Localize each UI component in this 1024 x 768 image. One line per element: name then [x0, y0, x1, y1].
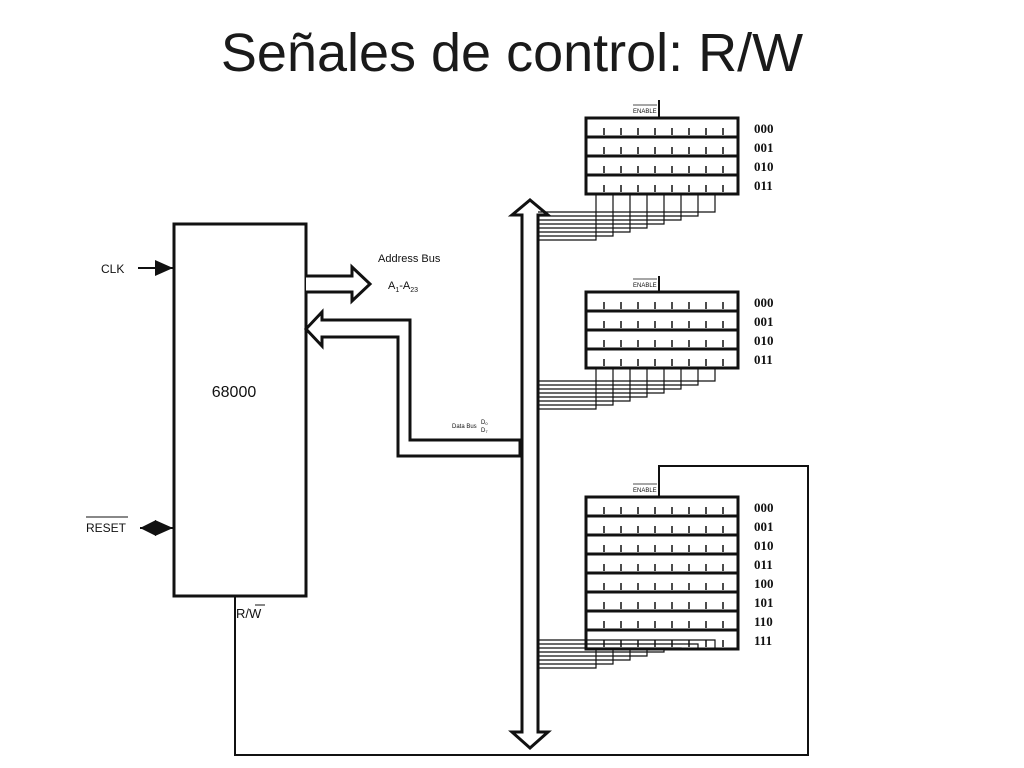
- memory-data-line: [538, 649, 597, 669]
- enable-label: ENABLE: [633, 488, 657, 494]
- memory-data-line: [538, 649, 665, 653]
- memory-data-line: [538, 194, 631, 233]
- memory-data-line: [538, 368, 716, 382]
- memory-data-line: [538, 647, 682, 649]
- data-bus-bit-bottom: D7: [481, 428, 488, 434]
- memory-data-line: [538, 649, 648, 657]
- memory-address-label: 011: [754, 352, 773, 367]
- memory-data-line: [538, 649, 631, 661]
- memory-address-label: 000: [754, 500, 774, 515]
- memory-data-line: [538, 194, 614, 237]
- address-bus-label: Address Bus: [378, 253, 441, 265]
- memory-data-line: [538, 194, 716, 213]
- memory-address-label: 010: [754, 159, 774, 174]
- memory-data-line: [538, 194, 665, 225]
- memory-address-label: 000: [754, 295, 774, 310]
- enable-label: ENABLE: [633, 109, 657, 115]
- memory-chip-1: 000 001 010 011 ENABLE: [538, 100, 774, 241]
- memory-data-line: [538, 368, 648, 398]
- memory-address-label: 011: [754, 557, 773, 572]
- memory-address-label: 110: [754, 614, 773, 629]
- memory-address-label: 000: [754, 121, 774, 136]
- rw-label: R/W: [236, 606, 262, 621]
- memory-data-line: [538, 368, 614, 406]
- memory-address-label: 001: [754, 314, 774, 329]
- memory-data-line: [538, 368, 682, 390]
- clk-label: CLK: [101, 262, 124, 276]
- cpu-label: 68000: [212, 384, 257, 401]
- memory-address-label: 011: [754, 178, 773, 193]
- rw-line: [234, 465, 809, 756]
- memory-data-line: [538, 194, 648, 229]
- memory-address-label: 100: [754, 576, 774, 591]
- memory-address-label: 010: [754, 333, 774, 348]
- cpu-block: [172, 222, 308, 598]
- memory-address-label: 001: [754, 140, 774, 155]
- memory-address-label: 111: [754, 633, 772, 648]
- memory-group: 000001010011ENABLE000001010011ENABLE0000…: [538, 100, 774, 669]
- memory-data-line: [538, 639, 716, 649]
- address-range: A1-A23: [388, 280, 418, 294]
- data-bus-vertical: [507, 198, 553, 751]
- data-bus-label: Data Bus: [452, 424, 477, 430]
- memory-data-line: [538, 194, 597, 241]
- reset-label: RESET: [86, 521, 127, 535]
- address-bus-arrow: [306, 263, 373, 305]
- data-bus-bit-top: D0: [481, 420, 488, 426]
- memory-data-line: [538, 643, 699, 649]
- memory-data-line: [538, 194, 699, 217]
- memory-address-label: 001: [754, 519, 774, 534]
- memory-data-line: [538, 368, 597, 410]
- memory-data-line: [538, 649, 614, 665]
- memory-address-label: 101: [754, 595, 774, 610]
- data-bus-cpu-connector: [303, 308, 522, 458]
- slide-title: Señales de control: R/W: [220, 23, 804, 83]
- memory-address-label: 010: [754, 538, 774, 553]
- memory-data-line: [538, 368, 631, 402]
- memory-data-line: [538, 368, 665, 394]
- memory-chip-3: 000 001 010 011 100 101 110 111 ENABLE: [538, 481, 774, 669]
- memory-chip-2: 000 001 010 011 ENABLE: [538, 276, 774, 410]
- memory-data-line: [538, 368, 699, 386]
- memory-data-line: [538, 194, 682, 221]
- enable-label: ENABLE: [633, 283, 657, 289]
